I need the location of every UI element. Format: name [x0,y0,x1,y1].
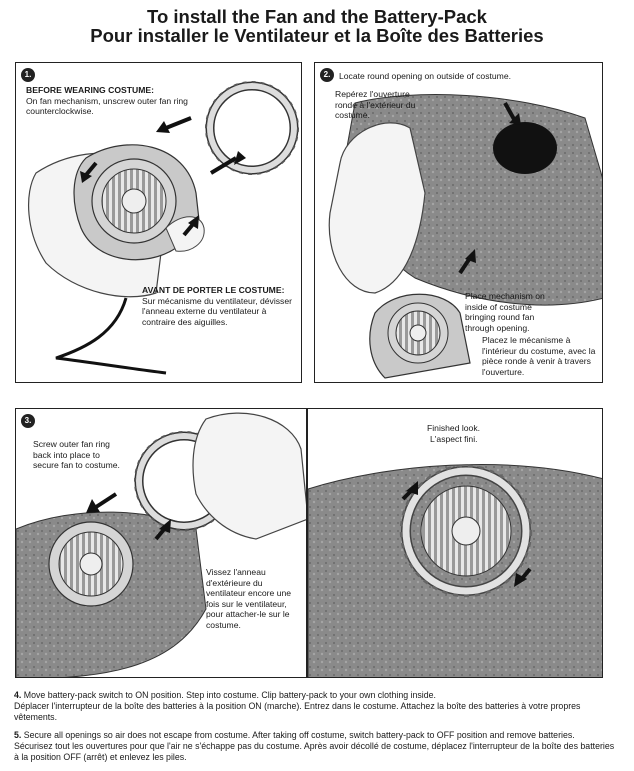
screw-ring-en: Screw outer fan ring back into place to … [33,439,120,470]
step-5-number: 5. [14,730,22,740]
avant-heading: AVANT DE PORTER LE COSTUME: [142,285,285,295]
step-4-fr: Déplacer l'interrupteur de la boîte des … [14,701,581,722]
panel-finished: Finished look. L'aspect fini. [307,408,603,678]
screw-ring-fr: Vissez l'anneau d'extérieure du ventilat… [206,567,292,630]
instruction-step-4: 4. Move battery-pack switch to ON positi… [14,690,620,723]
panel-step-1: 1. BEFORE WEARING COSTUME: On fan mechan… [15,62,302,383]
finished-look-fr: L'aspect fini. [430,434,478,444]
title-english: To install the Fan and the Battery-Pack [147,6,487,27]
step-number-badge: 1. [21,68,35,82]
instruction-step-5: 5. Secure all openings so air does not e… [14,730,620,763]
avant-de-porter-text: AVANT DE PORTER LE COSTUME: Sur mécanism… [142,285,297,327]
step-4-number: 4. [14,690,22,700]
place-mechanism-en: Place mechanism on inside of costume bri… [465,291,545,333]
finished-look-illustration [308,464,602,677]
locate-opening-en: Locate round opening on outside of costu… [339,71,511,81]
before-body: On fan mechanism, unscrew outer fan ring… [26,95,188,117]
before-heading: BEFORE WEARING COSTUME: [26,85,154,95]
step-5-en: Secure all openings so air does not esca… [23,730,575,740]
before-wearing-text: BEFORE WEARING COSTUME: On fan mechanism… [26,85,201,117]
step-4-en: Move battery-pack switch to ON position.… [23,690,436,700]
panel-step-3: 3. Screw outer fan ring back into place … [15,408,307,678]
step-number-badge: 2. [320,68,334,82]
place-mechanism-fr: Placez le mécanisme à l'intérieur du cos… [482,335,596,377]
costume-opening-illustration [328,94,602,379]
step-5-fr: Sécurisez tout les ouvertures pour que l… [14,741,615,762]
fan-removal-illustration [27,81,299,375]
finished-look-en: Finished look. [427,423,481,433]
step-number-badge: 3. [21,414,35,428]
screw-ring-illustration [16,412,306,677]
avant-body: Sur mécanisme du ventilateur, dévisser l… [142,295,292,327]
panel-step-2: 2. Locate round opening on outside of co… [314,62,603,383]
title-french: Pour installer le Ventilateur et la Boît… [90,25,544,46]
locate-opening-fr: Repérez l'ouverture ronde à l'extérieur … [335,89,416,120]
